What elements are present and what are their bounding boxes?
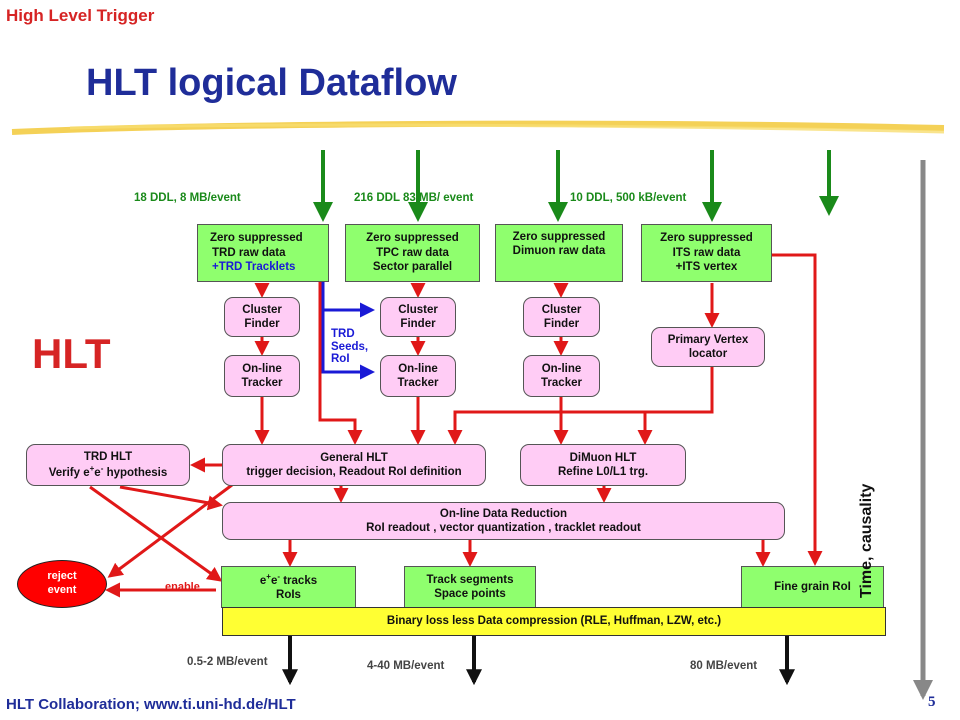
fine-grain-roi-box: Fine grain RoI bbox=[741, 566, 884, 608]
output-arrows bbox=[282, 636, 795, 686]
general-hlt-box: General HLT trigger decision, Readout Ro… bbox=[222, 444, 486, 486]
cluster-finder-trd: Cluster Finder bbox=[224, 297, 300, 337]
online-tracker-dimuon: On-line Tracker bbox=[523, 355, 600, 397]
tpc-raw-data-box: Zero suppressed TPC raw data Sector para… bbox=[345, 224, 480, 282]
title-underline-swoosh bbox=[11, 120, 945, 135]
online-data-reduction-box: On-line Data Reduction RoI readout , vec… bbox=[222, 502, 785, 540]
output-rate-middle: 4-40 MB/event bbox=[367, 660, 445, 672]
output-rate-right: 80 MB/event bbox=[690, 660, 758, 672]
dimuon-input-rate: 10 DDL, 500 kB/event bbox=[570, 192, 687, 204]
cluster-finder-tpc: Cluster Finder bbox=[380, 297, 456, 337]
primary-vertex-locator: Primary Vertex locator bbox=[651, 327, 765, 367]
online-tracker-trd: On-line Tracker bbox=[224, 355, 300, 397]
reject-event-ellipse: reject event bbox=[17, 560, 107, 608]
time-causality-label: Time, causality bbox=[858, 483, 875, 598]
binary-compression-box: Binary loss less Data compression (RLE, … bbox=[222, 607, 886, 636]
flow-arrows bbox=[89, 253, 823, 598]
enable-label: enable bbox=[165, 581, 200, 593]
dimuon-hlt-box: DiMuon HLT Refine L0/L1 trg. bbox=[520, 444, 686, 486]
footer-credit: HLT Collaboration; www.ti.uni-hd.de/HLT bbox=[6, 696, 296, 713]
page-number: 5 bbox=[928, 694, 936, 710]
page-title: HLT logical Dataflow bbox=[86, 62, 457, 104]
trd-seeds-label: TRD Seeds, RoI bbox=[331, 328, 369, 366]
dimuon-raw-data-box: Zero suppressed Dimuon raw data bbox=[495, 224, 623, 282]
tpc-input-rate: 216 DDL 83 MB/ event bbox=[354, 192, 474, 204]
trd-hlt-box: TRD HLT Verify e+e- hypothesis bbox=[26, 444, 190, 486]
trd-input-rate: 18 DDL, 8 MB/event bbox=[134, 192, 241, 204]
hlt-side-label: HLT bbox=[32, 330, 111, 377]
section-header: High Level Trigger bbox=[6, 6, 155, 25]
cluster-finder-dimuon: Cluster Finder bbox=[523, 297, 600, 337]
its-raw-data-box: Zero suppressed ITS raw data +ITS vertex bbox=[641, 224, 772, 282]
ee-tracks-box: e+e- tracks RoIs bbox=[221, 566, 356, 608]
input-arrows bbox=[313, 150, 839, 222]
online-tracker-tpc: On-line Tracker bbox=[380, 355, 456, 397]
track-segments-box: Track segments Space points bbox=[404, 566, 536, 608]
output-rate-left: 0.5-2 MB/event bbox=[187, 656, 268, 668]
trd-raw-data-box: Zero suppressed TRD raw data +TRD Trackl… bbox=[197, 224, 329, 282]
